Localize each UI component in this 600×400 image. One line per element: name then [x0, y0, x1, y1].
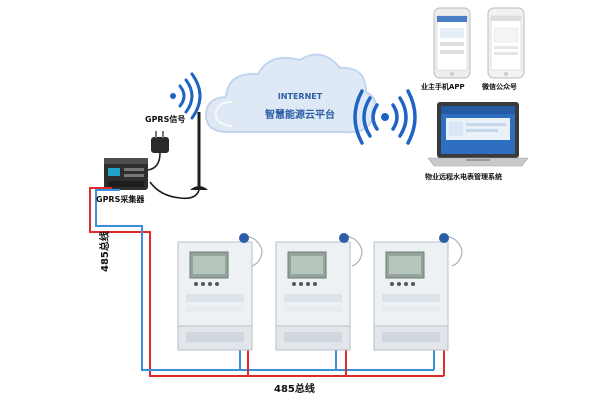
bus-wires: [89, 187, 445, 377]
gprs-collector-device: [104, 158, 148, 190]
owner-app-label: 业主手机APP: [421, 83, 465, 91]
wifi-signal-icon: [170, 72, 202, 120]
property-system-label: 物业远程水电表管理系统: [425, 173, 502, 181]
gprs-signal-label: GPRS信号: [145, 115, 186, 124]
cloud-title: INTERNET: [277, 92, 323, 101]
gprs-antenna-icon: [149, 112, 208, 200]
bus-vertical-label: 485总线: [100, 231, 111, 272]
wechat-account-label: 微信公众号: [482, 83, 517, 91]
electric-meter-icon: [275, 233, 363, 351]
wifi-signal-icon: [353, 89, 417, 145]
cloud-subtitle: 智慧能源云平台: [265, 110, 335, 121]
electric-meter-icon: [177, 233, 263, 351]
laptop-icon: [427, 102, 529, 167]
gprs-collector-label: GPRS采集器: [96, 195, 145, 204]
smartphone-icon: [487, 7, 525, 79]
bus-horizontal-label: 485总线: [274, 384, 315, 395]
smartphone-icon: [433, 7, 471, 79]
electric-meter-icon: [373, 233, 463, 351]
